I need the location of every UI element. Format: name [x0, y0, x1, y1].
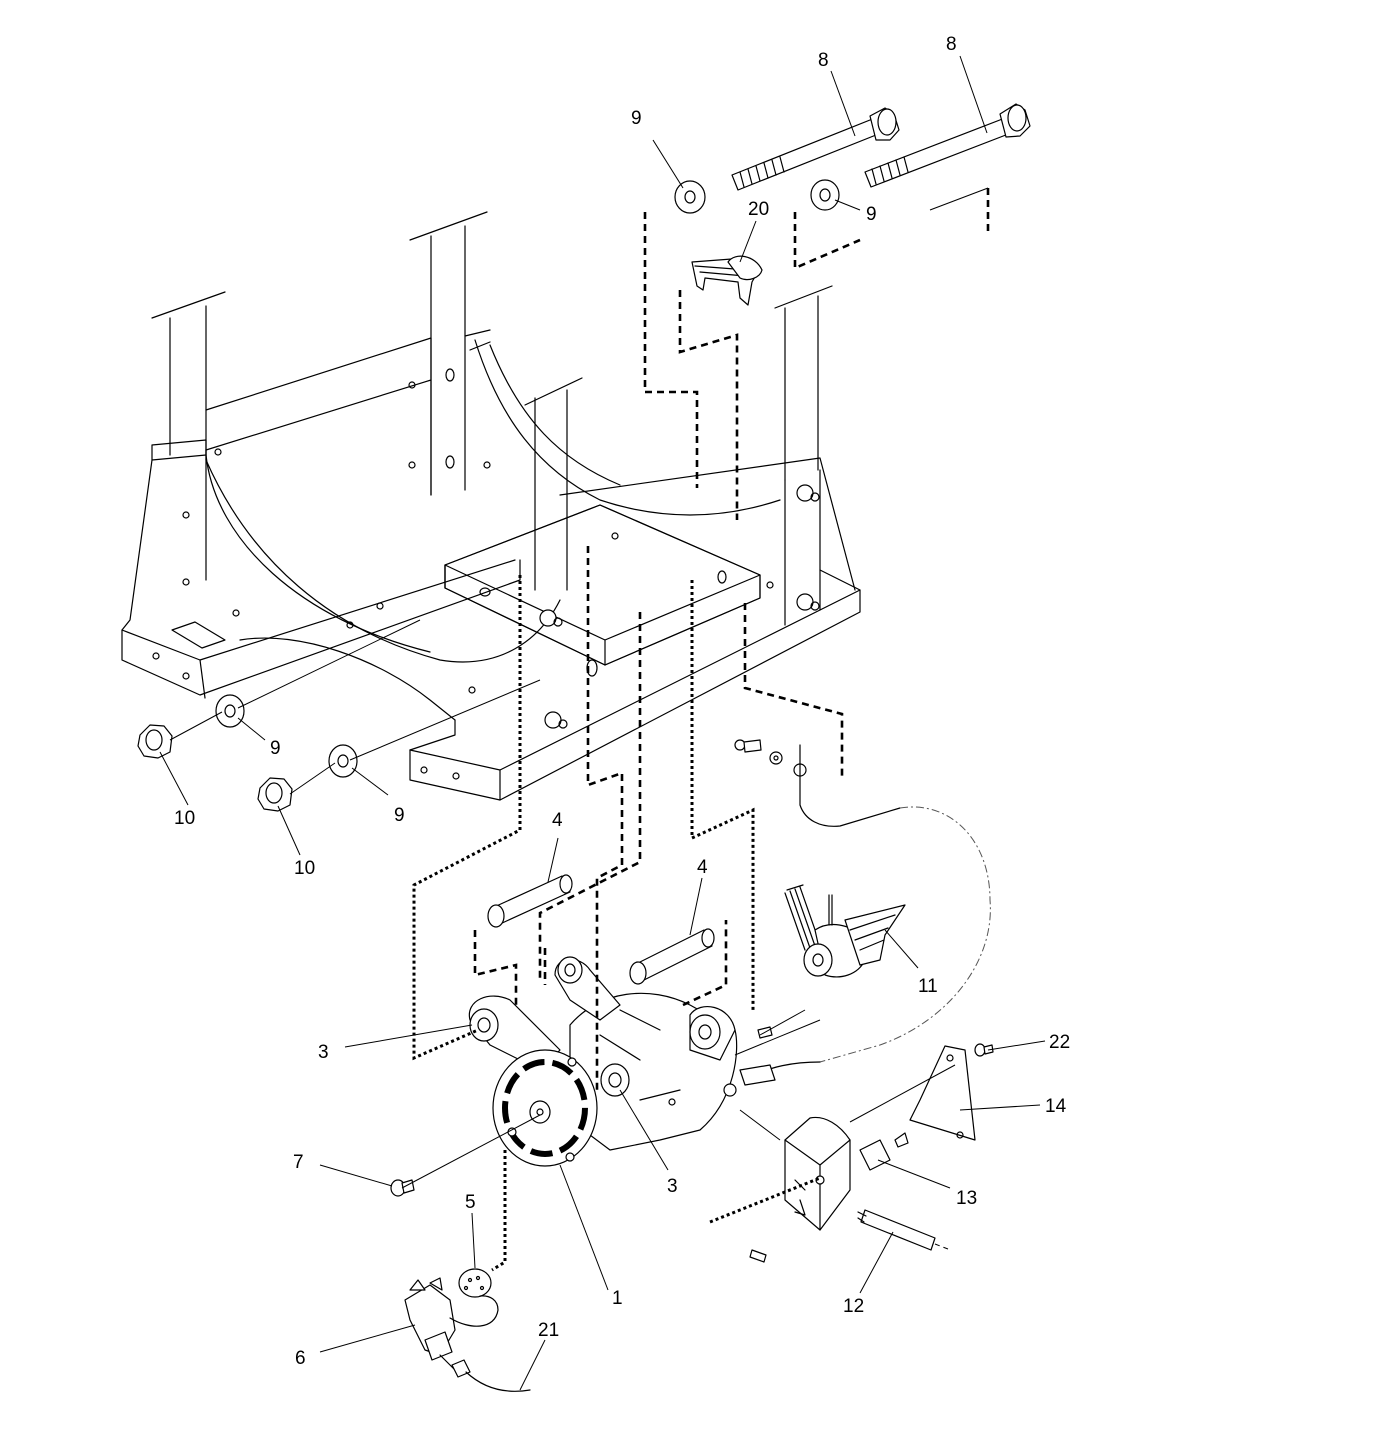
washer-top-right	[810, 179, 840, 211]
clip-part-13	[859, 1132, 909, 1171]
bolt-left	[731, 107, 900, 191]
assembly-lines	[412, 187, 990, 1272]
callout-9a: 9	[631, 108, 642, 129]
callout-9d: 9	[394, 805, 405, 826]
screw-part-7	[390, 1179, 415, 1197]
chassis-frame	[121, 211, 861, 801]
callout-labels: 8 8 9 20 9 9 9 10 10 4 4 11 22 14 3 3 7 …	[174, 34, 1070, 1369]
callout-3a: 3	[318, 1042, 329, 1063]
callout-10b: 10	[294, 858, 315, 879]
callout-9c: 9	[270, 738, 281, 759]
bushing-right	[629, 928, 715, 985]
sensor-part-5	[458, 1268, 492, 1298]
callout-4a: 4	[552, 810, 563, 831]
clip-part-20	[691, 255, 763, 306]
callout-20: 20	[748, 199, 769, 220]
washer-left-lower	[328, 744, 358, 778]
frame-studs	[539, 484, 820, 729]
terminal-housing	[784, 1116, 851, 1231]
nut-left-lower	[257, 777, 293, 812]
callout-5: 5	[465, 1192, 476, 1213]
connector-part-6	[404, 1277, 499, 1371]
screw-lower	[749, 1249, 767, 1263]
callout-11: 11	[918, 976, 938, 997]
wire-part-21	[451, 1359, 531, 1392]
cable-part-12	[857, 1209, 949, 1251]
callout-10a: 10	[174, 808, 195, 829]
callout-7: 7	[293, 1152, 304, 1173]
callout-22: 22	[1049, 1032, 1070, 1053]
callout-9b: 9	[866, 204, 877, 225]
gear-motor-part-1	[468, 956, 738, 1167]
callout-13: 13	[956, 1188, 977, 1209]
callout-12: 12	[843, 1296, 864, 1317]
callout-8b: 8	[946, 34, 957, 55]
washer-left-upper	[215, 694, 245, 728]
nut-left-upper	[137, 724, 173, 759]
callout-8a: 8	[818, 50, 829, 71]
leader-lines	[159, 55, 1046, 1391]
callout-3b: 3	[667, 1176, 678, 1197]
bushing-left	[487, 874, 573, 928]
bolt-right	[864, 103, 1031, 188]
callout-1: 1	[612, 1288, 623, 1309]
callout-4b: 4	[697, 857, 708, 878]
callout-6: 6	[295, 1348, 306, 1369]
callout-14: 14	[1045, 1096, 1067, 1117]
cover-part-14	[909, 1045, 976, 1141]
washer-top-left	[674, 180, 706, 214]
callout-21: 21	[538, 1320, 559, 1341]
brake-part-11	[784, 884, 906, 978]
